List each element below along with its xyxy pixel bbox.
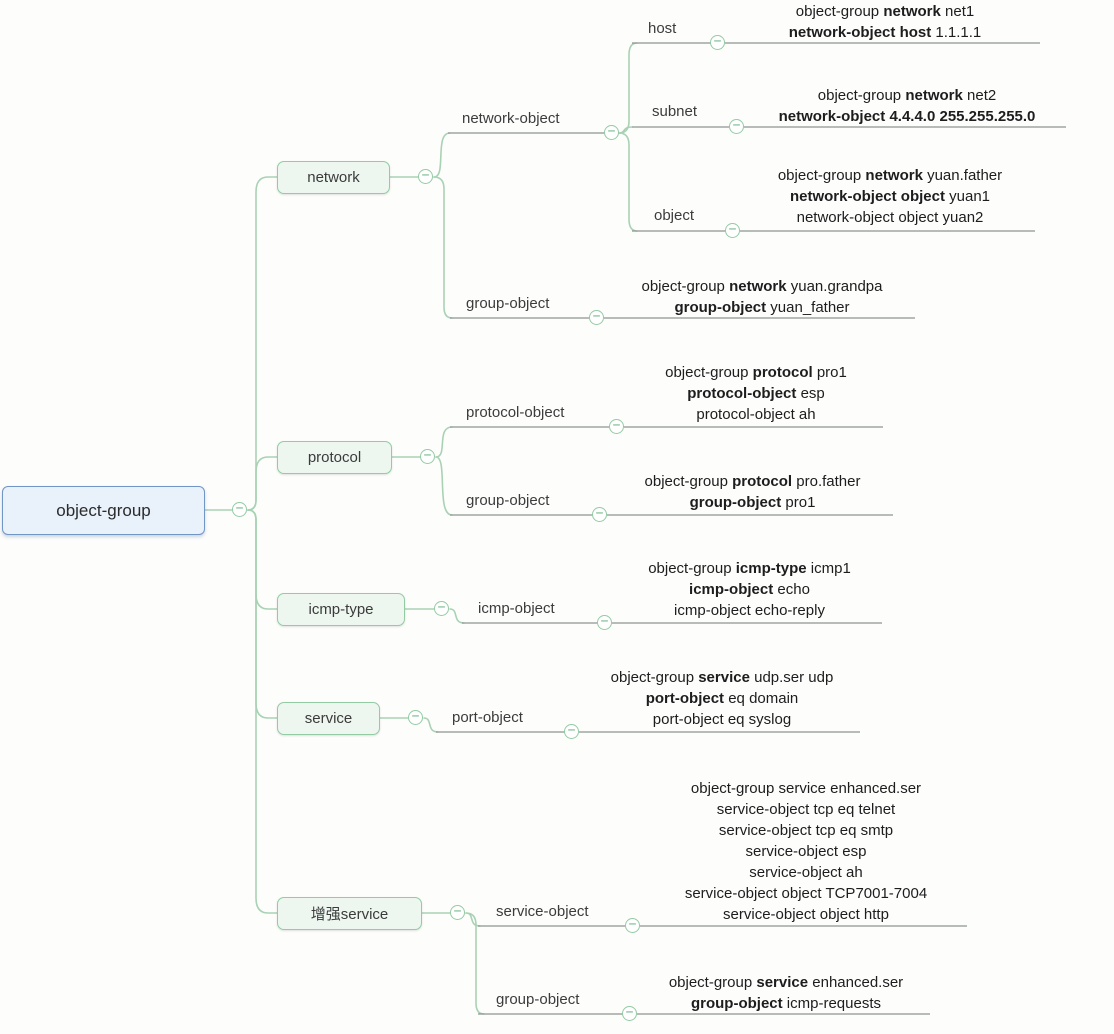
wire-protocol-protocolobject	[435, 426, 453, 458]
wire-root-protocol	[247, 456, 278, 511]
node-service[interactable]: service	[277, 702, 380, 735]
wire-networkobject-subnet	[618, 126, 633, 134]
node-network-object[interactable]: network-object	[462, 110, 560, 127]
wire-networkobject-object	[618, 132, 638, 232]
collapse-toggle-icmp-type[interactable]: −	[434, 601, 449, 616]
node-service-object-enhanced[interactable]: service-object	[496, 903, 589, 920]
node-icmp-object[interactable]: icmp-object	[478, 600, 555, 617]
wire-root-service	[247, 509, 278, 719]
collapse-toggle-icmp-object[interactable]: −	[597, 615, 612, 630]
wire-root-icmp	[247, 509, 278, 610]
node-object[interactable]: object	[654, 207, 695, 224]
collapse-toggle-service-object-enhanced[interactable]: −	[625, 918, 640, 933]
wire-network-groupobject	[433, 176, 453, 319]
node-group-object-network[interactable]: group-object	[466, 295, 550, 312]
collapse-toggle-protocol[interactable]: −	[420, 449, 435, 464]
collapse-toggle-enhanced-service[interactable]: −	[450, 905, 465, 920]
wire-root-network	[247, 176, 278, 511]
collapse-toggle-group-object-network[interactable]: −	[589, 310, 604, 325]
collapse-toggle-object[interactable]: −	[725, 223, 740, 238]
node-network[interactable]: network	[277, 161, 390, 194]
collapse-toggle-root[interactable]: −	[232, 502, 247, 517]
wire-protocol-groupobject	[435, 456, 453, 516]
wire-icmp-icmpobject	[449, 608, 465, 624]
wire-network-networkobject	[433, 132, 451, 178]
collapse-toggle-network[interactable]: −	[418, 169, 433, 184]
node-host[interactable]: host	[648, 20, 677, 37]
collapse-toggle-port-object[interactable]: −	[564, 724, 579, 739]
wire-enhanced-serviceobject	[465, 912, 481, 927]
node-enhanced-service[interactable]: 增强service	[277, 897, 422, 930]
wire-root-enhanced	[247, 509, 278, 914]
node-protocol[interactable]: protocol	[277, 441, 392, 474]
node-object-group[interactable]: object-group	[2, 486, 205, 535]
collapse-toggle-subnet[interactable]: −	[729, 119, 744, 134]
node-group-object-protocol[interactable]: group-object	[466, 492, 550, 509]
wire-service-portobject	[423, 717, 439, 733]
wire-networkobject-host	[618, 42, 638, 134]
collapse-toggle-service[interactable]: −	[408, 710, 423, 725]
node-port-object[interactable]: port-object	[452, 709, 523, 726]
node-icmp-type[interactable]: icmp-type	[277, 593, 405, 626]
wire-enhanced-groupobject	[465, 912, 485, 1015]
collapse-toggle-protocol-object[interactable]: −	[609, 419, 624, 434]
collapse-toggle-group-object-protocol[interactable]: −	[592, 507, 607, 522]
node-subnet[interactable]: subnet	[652, 103, 698, 120]
collapse-toggle-host[interactable]: −	[710, 35, 725, 50]
node-group-object-enhanced[interactable]: group-object	[496, 991, 580, 1008]
collapse-toggle-network-object[interactable]: −	[604, 125, 619, 140]
node-protocol-object[interactable]: protocol-object	[466, 404, 565, 421]
collapse-toggle-group-object-enhanced[interactable]: −	[622, 1006, 637, 1021]
